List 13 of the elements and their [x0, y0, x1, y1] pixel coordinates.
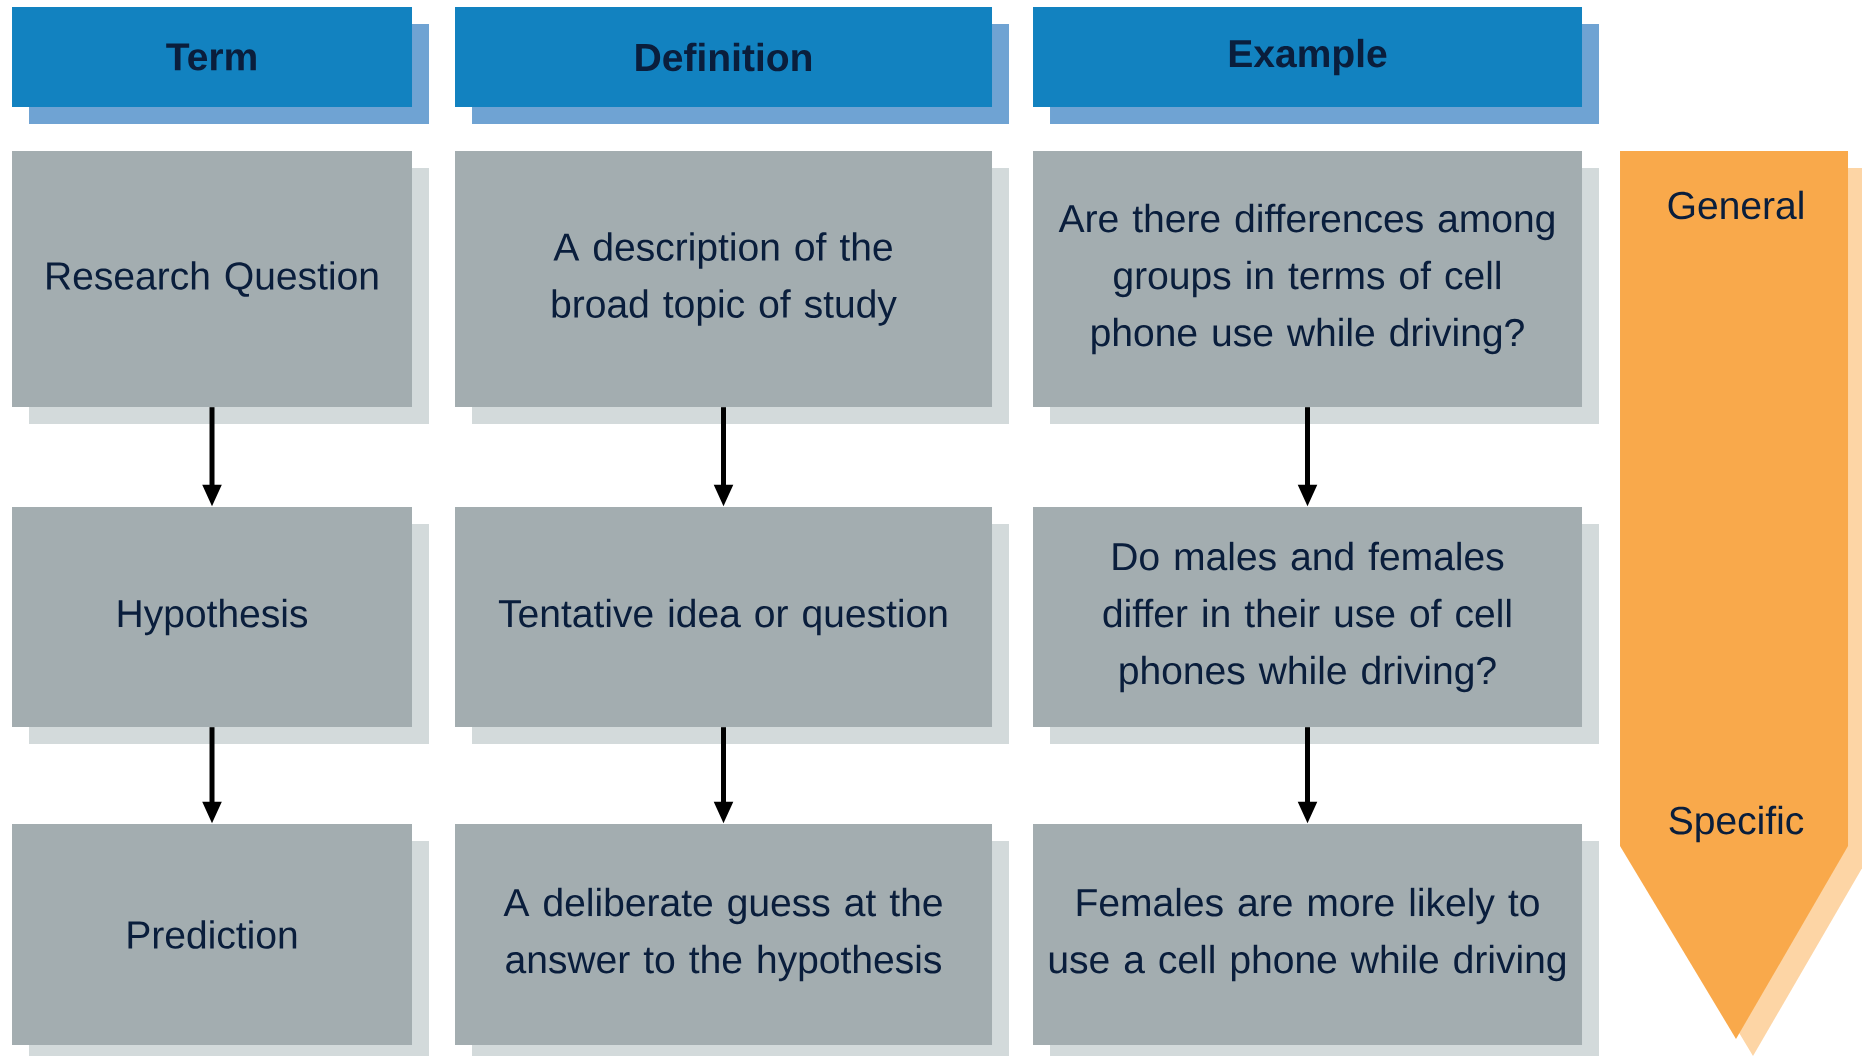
text-box: Do males and females differ in their use of cell phones while driving? — [1033, 507, 1599, 744]
text-box: Tentative idea or question — [455, 507, 1009, 744]
text-box: Research Question — [12, 151, 429, 424]
text-box: A deliberate guess at the answer to the hypothesis — [455, 824, 1009, 1056]
text-box: A description of the broad topic of study — [455, 151, 1009, 424]
column-header: Example — [1033, 7, 1599, 124]
text-box: Prediction — [12, 824, 429, 1056]
arrow-band: General Specific — [1620, 151, 1862, 1056]
text-box: Hypothesis — [12, 507, 429, 744]
text-box: Females are more likely to use a cell phone while driving — [1033, 824, 1599, 1056]
text-box: Are there differences among groups in terms of cell phone use while driving? — [1033, 151, 1599, 424]
column-header: Term — [12, 7, 429, 124]
column-header: Definition — [455, 7, 1009, 124]
